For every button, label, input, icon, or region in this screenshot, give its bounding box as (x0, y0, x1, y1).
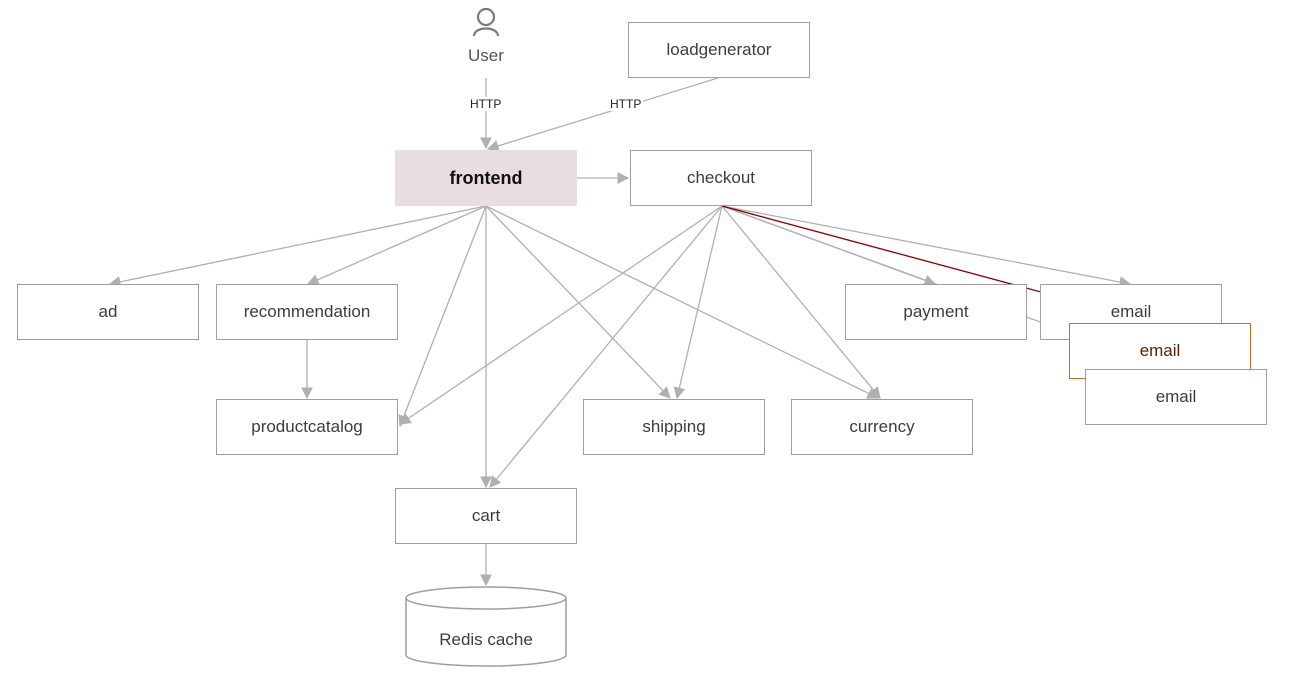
edge-checkout-cart (489, 205, 723, 488)
node-frontend[interactable]: frontend (395, 150, 577, 206)
node-label: loadgenerator (666, 40, 772, 59)
node-loadgenerator[interactable]: loadgenerator (628, 22, 810, 78)
node-recommendation[interactable]: recommendation (216, 284, 398, 340)
edge-frontend-currency (485, 205, 880, 399)
edge-checkout-currency (721, 205, 881, 399)
node-label: email (1155, 387, 1197, 406)
edge-loadgenerator-frontend (486, 77, 719, 152)
edge-label-user-http: HTTP (468, 97, 504, 111)
edge-frontend-ad (108, 205, 487, 288)
node-label: frontend (449, 167, 523, 188)
node-label: ad (98, 302, 118, 321)
node-ad[interactable]: ad (17, 284, 199, 340)
node-cart[interactable]: cart (395, 488, 577, 544)
node-payment[interactable]: payment (845, 284, 1027, 340)
node-label: email (1110, 302, 1152, 321)
node-label: currency (849, 417, 915, 436)
redis-cache-cylinder (405, 586, 567, 667)
node-productcatalog[interactable]: productcatalog (216, 399, 398, 455)
node-label: email (1139, 341, 1181, 360)
node-label: checkout (686, 168, 756, 187)
node-redis-cache-label: Redis cache (439, 630, 533, 649)
node-shipping[interactable]: shipping (583, 399, 765, 455)
edge-checkout-shipping (673, 205, 723, 400)
node-label: shipping (642, 417, 706, 436)
node-currency[interactable]: currency (791, 399, 973, 455)
edge-checkout-productcatalog (399, 205, 723, 425)
edge-frontend-productcatalog (398, 205, 487, 428)
edge-frontend-recommendation (306, 205, 487, 286)
node-checkout[interactable]: checkout (630, 150, 812, 206)
node-label: productcatalog (251, 417, 363, 436)
user-icon (472, 7, 500, 37)
edge-frontend-shipping (485, 205, 671, 399)
node-label: payment (903, 302, 969, 321)
node-label: cart (471, 506, 501, 525)
user-label: User (468, 46, 504, 65)
node-email-second[interactable]: email (1085, 369, 1267, 425)
node-label: recommendation (243, 302, 371, 321)
edge-label-loadgenerator-http: HTTP (608, 97, 644, 111)
edge-checkout-email (721, 205, 1132, 288)
